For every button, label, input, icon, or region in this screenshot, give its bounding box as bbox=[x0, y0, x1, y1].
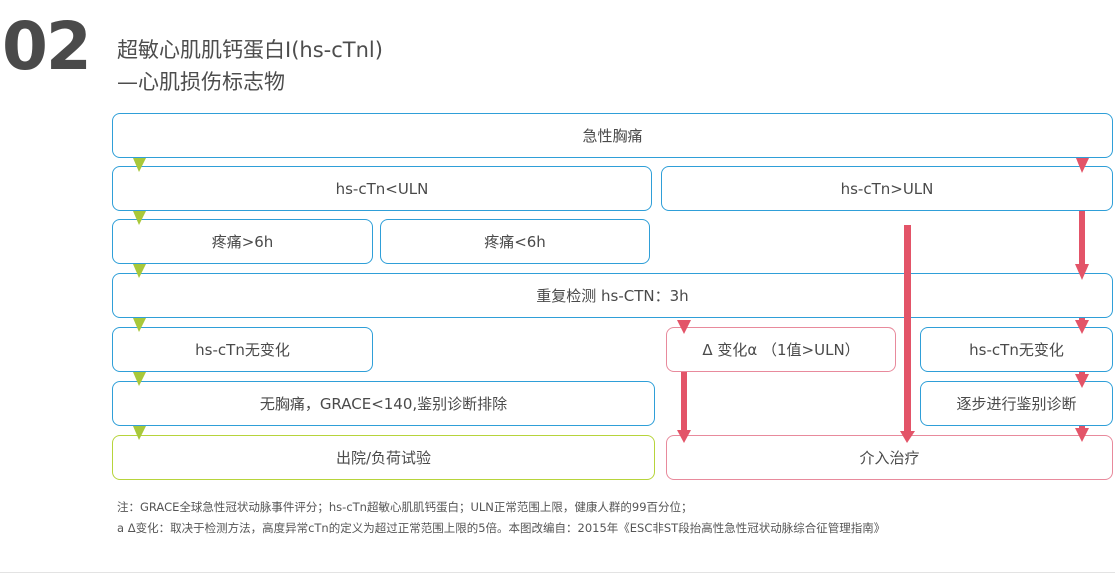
box-intervention: 介入治疗 bbox=[666, 435, 1113, 480]
box-above-uln: hs-cTn>ULN bbox=[661, 166, 1113, 211]
box-delta-change: Δ 变化α （1值>ULN） bbox=[666, 327, 896, 372]
title-line-1: 超敏心肌肌钙蛋白I(hs-cTnl) bbox=[117, 38, 383, 62]
box-chest-pain: 急性胸痛 bbox=[112, 113, 1113, 158]
box-below-uln: hs-cTn<ULN bbox=[112, 166, 652, 211]
box-no-change-right: hs-cTn无变化 bbox=[920, 327, 1113, 372]
red-stem-right-d bbox=[1079, 426, 1085, 431]
box-no-change-left: hs-cTn无变化 bbox=[112, 327, 373, 372]
footnote-line-2: a Δ变化：取决于检测方法，高度异常cTn的定义为超过正常范围上限的5倍。本图改… bbox=[117, 521, 886, 535]
footnote-line-1: 注：GRACE全球急性冠状动脉事件评分；hs-cTn超敏心肌肌钙蛋白；ULN正常… bbox=[117, 500, 693, 514]
red-stem-delta-down bbox=[681, 372, 687, 432]
section-number: 02 bbox=[2, 8, 92, 85]
red-stem-right-a bbox=[1079, 211, 1085, 267]
red-stem-long bbox=[904, 225, 911, 433]
title-line-2: —心肌损伤标志物 bbox=[117, 70, 285, 94]
box-pain-gt6h: 疼痛>6h bbox=[112, 219, 373, 264]
box-rule-out: 无胸痛，GRACE<140,鉴别诊断排除 bbox=[112, 381, 655, 426]
box-discharge: 出院/负荷试验 bbox=[112, 435, 655, 480]
box-retest: 重复检测 hs-CTN：3h bbox=[112, 273, 1113, 318]
bottom-divider bbox=[0, 572, 1115, 573]
red-stem-right-c bbox=[1079, 372, 1085, 377]
box-stepwise-dx: 逐步进行鉴别诊断 bbox=[920, 381, 1113, 426]
red-stem-right-b bbox=[1079, 318, 1085, 323]
box-pain-lt6h: 疼痛<6h bbox=[380, 219, 650, 264]
